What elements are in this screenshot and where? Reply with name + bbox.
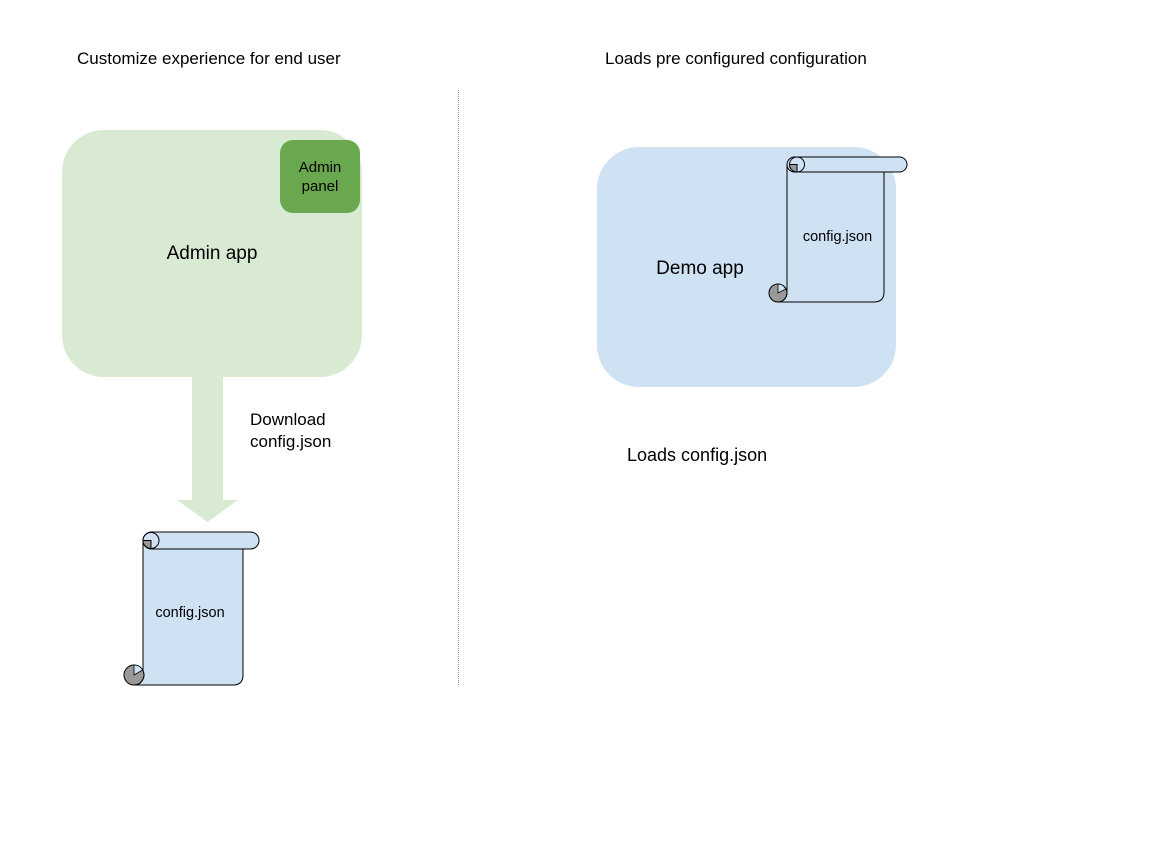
download-caption-line2: config.json xyxy=(250,432,332,451)
download-caption-line1: Download xyxy=(250,410,326,429)
right-section-title: Loads pre configured configuration xyxy=(605,49,867,68)
admin-app-label: Admin app xyxy=(166,242,258,264)
loads-config-caption: Loads config.json xyxy=(627,445,768,465)
admin-app-box: Admin app Admin panel xyxy=(62,130,362,377)
scroll-shape-icon xyxy=(123,531,260,686)
download-arrow-icon xyxy=(177,377,238,522)
demo-app-label: Demo app xyxy=(656,258,744,279)
config-file-label: config.json xyxy=(802,229,873,245)
download-caption: Download config.json xyxy=(250,409,331,453)
admin-panel-box: Admin panel xyxy=(280,140,360,213)
config-file-scroll-right: config.json xyxy=(765,150,910,310)
config-file-scroll-left: config.json xyxy=(115,526,265,688)
admin-panel-label: Admin panel xyxy=(298,158,342,195)
config-file-label: config.json xyxy=(155,605,225,621)
section-divider xyxy=(458,90,459,685)
scroll-shape-icon xyxy=(768,156,908,303)
left-section-title: Customize experience for end user xyxy=(77,49,341,68)
